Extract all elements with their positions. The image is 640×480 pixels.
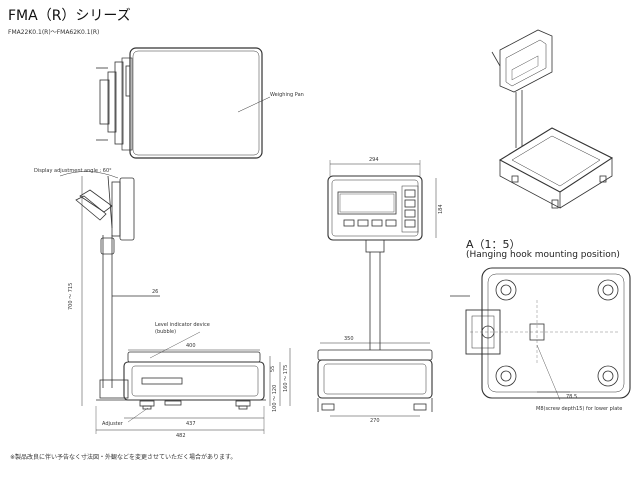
dim-display-height: 184: [438, 204, 444, 214]
dim-front-270: 270: [370, 418, 380, 424]
detail-a-title: A（1：5）: [466, 238, 521, 251]
label-level-indicator: Level indicator device: [155, 322, 210, 328]
dim-h55: 55: [270, 366, 276, 372]
label-display-angle: Display adjustment angle : 60°: [34, 168, 112, 174]
label-m8-hole: M8(screw depth15) for lower plate: [536, 406, 622, 412]
label-level-indicator-bubble: (bubble): [155, 329, 176, 335]
dim-overall-depth: 482: [176, 433, 186, 439]
dim-base-depth: 437: [186, 421, 196, 427]
side-view: [59, 171, 291, 434]
dim-detail-78-5: 78.5: [566, 394, 577, 400]
dim-h160-175: 160 ～ 175: [283, 365, 289, 392]
dim-h100-120: 100 ～ 120: [272, 385, 278, 412]
dim-offset-26: 26: [152, 289, 158, 295]
model-range: FMA22K0.1(R)～FMA62K0.1(R): [8, 29, 100, 36]
dim-pan-width: 400: [186, 343, 196, 349]
dim-front-350: 350: [344, 336, 354, 342]
dim-display-width: 294: [369, 157, 379, 163]
label-adjuster: Adjuster: [102, 421, 124, 427]
label-weighing-pan: Weighing Pan: [270, 92, 304, 98]
detail-a-subtitle: (Hanging hook mounting position): [466, 250, 620, 260]
detail-a-view: [450, 267, 631, 401]
page-title: FMA（R）シリーズ: [8, 8, 131, 24]
top-view: [96, 47, 271, 159]
front-view: [317, 160, 437, 417]
isometric-view: [491, 29, 614, 209]
footnote: ※製品改良に伴い予告なく寸法図・外観などを変更させていただく場合があります。: [10, 454, 237, 461]
dim-height-range: 700 ～ 715: [68, 283, 74, 310]
